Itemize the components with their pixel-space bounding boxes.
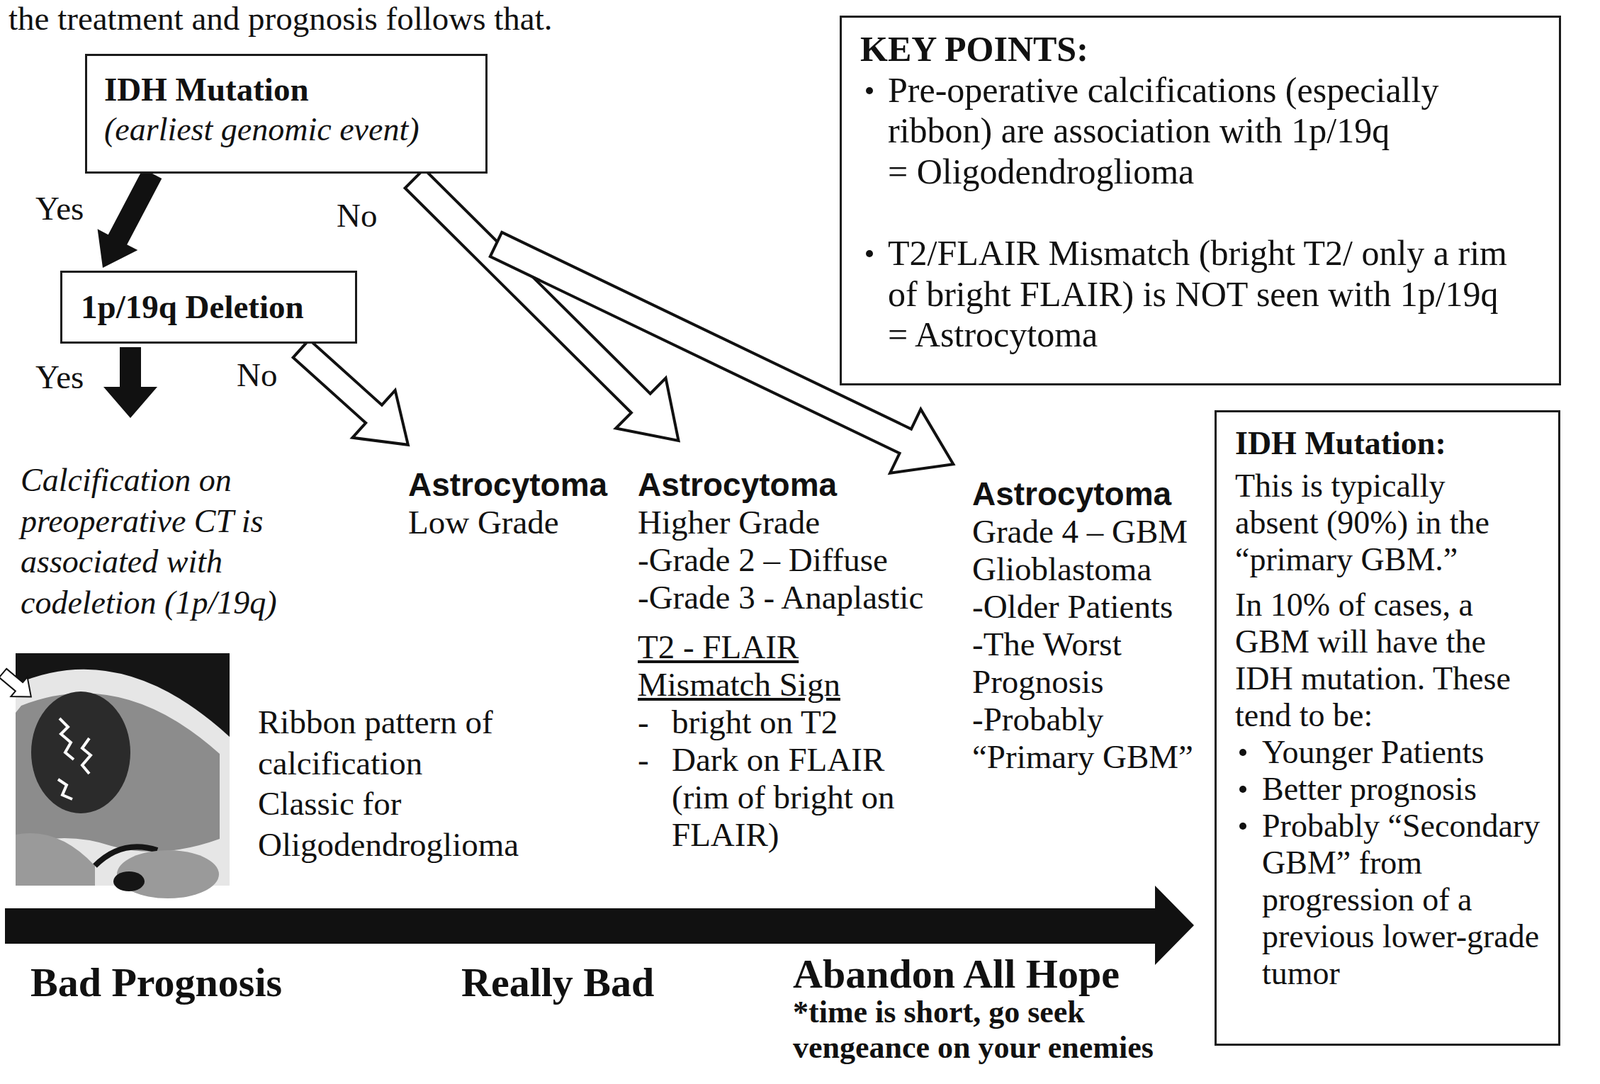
bullet-dot [1239,822,1247,830]
ribbon-calcification [59,718,74,760]
text-column: Yes [35,189,100,228]
ribbon-calcification [82,738,91,774]
dash-item: -Dark on FLAIR (rim of bright on FLAIR) [637,741,950,854]
dash-text: Dark on FLAIR (rim of bright on FLAIR) [671,741,927,854]
mri-illustration [15,653,230,899]
outcome-text: -Older Patients [972,588,1210,626]
caption-fragment: the treatment and prognosis follows that… [8,0,788,38]
text-column: AstrocytomaGrade 4 – GBMGlioblastoma-Old… [972,475,1210,776]
outcome-text: -Grade 2 – Diffuse [637,541,950,579]
outcome-title: Astrocytoma [637,466,950,504]
bullet-item: Probably “Secondary GBM” from progressio… [1235,807,1552,993]
box-title: KEY POINTS: [860,29,1545,71]
outcome-note: Calcification on preoperative CT is asso… [20,459,326,623]
outcome-text: Low Grade [408,503,628,542]
text-column: Yes [35,358,100,397]
figure-caption: Ribbon pattern of calcification [257,702,549,784]
text-column: Abandon All Hope [792,953,1190,995]
solid-block-arrow [97,168,163,268]
box-text: In 10% of cases, a GBM will have the IDH… [1235,586,1526,735]
hollow-block-arrow [279,325,430,470]
bullet-item: T2/FLAIR Mismatch (bright T2/ only a rim… [860,233,1545,315]
bullet-text: Pre-operative calcifications (especially… [887,70,1526,152]
outcome-text: Glioblastoma [972,550,1210,589]
text-column: Ribbon pattern of calcificationClassic f… [257,702,549,866]
outcome-title: Astrocytoma [408,466,628,504]
bullet-dot [1239,748,1247,757]
sign-heading: T2 - FLAIR Mismatch Sign [637,628,929,704]
bullet-dot [865,87,873,95]
no-arrow [279,325,430,470]
scale-label: Really Bad [461,962,745,1004]
decision-box: IDH Mutation(earliest genomic event) [85,53,488,174]
dash-mark: - [637,741,672,854]
bullet-item: Pre-operative calcifications (especially… [860,70,1545,152]
box-title: IDH Mutation [104,70,472,110]
outcome-text: Higher Grade [637,503,950,542]
branch-label: No [236,356,301,394]
branch-label: No [336,196,401,235]
text-column: Bad Prognosis [30,962,350,1004]
brainstem-gap [113,871,145,892]
bullet-item: = Astrocytoma [860,314,1545,356]
bullet-item: Better prognosis [1235,770,1552,808]
branch-label: Yes [35,358,100,397]
bullet-text: Probably “Secondary GBM” from progressio… [1262,807,1549,993]
dash-item: -bright on T2 [637,703,950,742]
key-points-box: KEY POINTS:Pre-operative calcifications … [839,15,1562,386]
bullet-item: Younger Patients [1235,734,1552,771]
text-column: No [236,356,301,394]
temporal-lobe [15,833,95,886]
text-column: *time is short, go seek vengeance on you… [792,994,1190,1066]
bullet-text: T2/FLAIR Mismatch (bright T2/ only a rim… [887,233,1526,315]
outcome-text: -Grade 3 - Anaplastic [637,578,950,617]
scale-label: Bad Prognosis [30,962,350,1004]
text-column: AstrocytomaLow Grade [408,466,628,542]
box-title: IDH Mutation: [1235,425,1552,463]
text-column: No [336,196,401,235]
yes-arrow [103,347,158,419]
box-text: = Astrocytoma [887,314,1526,356]
tumor-lesion [31,691,131,814]
solid-block-arrow [103,347,158,419]
box-title: 1p/19q Deletion [80,288,344,326]
bullet-text: Younger Patients [1262,734,1549,771]
text-column: AstrocytomaHigher Grade-Grade 2 – Diffus… [637,466,950,854]
bullet-item: = Oligodendroglioma [860,151,1545,193]
ribbon-calcification [58,779,73,800]
text-column: Really Bad [461,962,745,1004]
branch-label: Yes [35,189,100,228]
mri-background [15,653,230,886]
bullet-dot [865,250,873,258]
text-column: Calcification on preoperative CT is asso… [20,459,326,623]
scale-note: *time is short, go seek vengeance on you… [792,994,1190,1066]
dash-text: bright on T2 [671,703,927,742]
dash-mark: - [637,703,672,742]
bullet-text: Better prognosis [1262,770,1549,808]
outcome-text: -Probably “Primary GBM” [972,700,1210,776]
skull-band [15,669,230,886]
scale-label: Abandon All Hope [792,953,1190,995]
box-text: (earliest genomic event) [104,109,472,150]
box-text: This is typically absent (90%) in the “p… [1235,467,1526,579]
bullet-dot [1239,785,1247,793]
box-text: = Oligodendroglioma [887,151,1526,193]
text-column: the treatment and prognosis follows that… [8,0,788,38]
pointer-arrow [0,663,39,707]
decision-box: 1p/19q Deletion [60,270,358,344]
outcome-title: Astrocytoma [972,475,1210,514]
info-box: IDH Mutation: This is typically absent (9… [1214,410,1561,1046]
outcome-text: Grade 4 – GBM [972,513,1210,551]
figure-caption: Classic for Oligodendroglioma [257,783,549,866]
outcome-text: -The Worst Prognosis [972,625,1210,701]
pointer-arrow-shape [0,663,39,707]
